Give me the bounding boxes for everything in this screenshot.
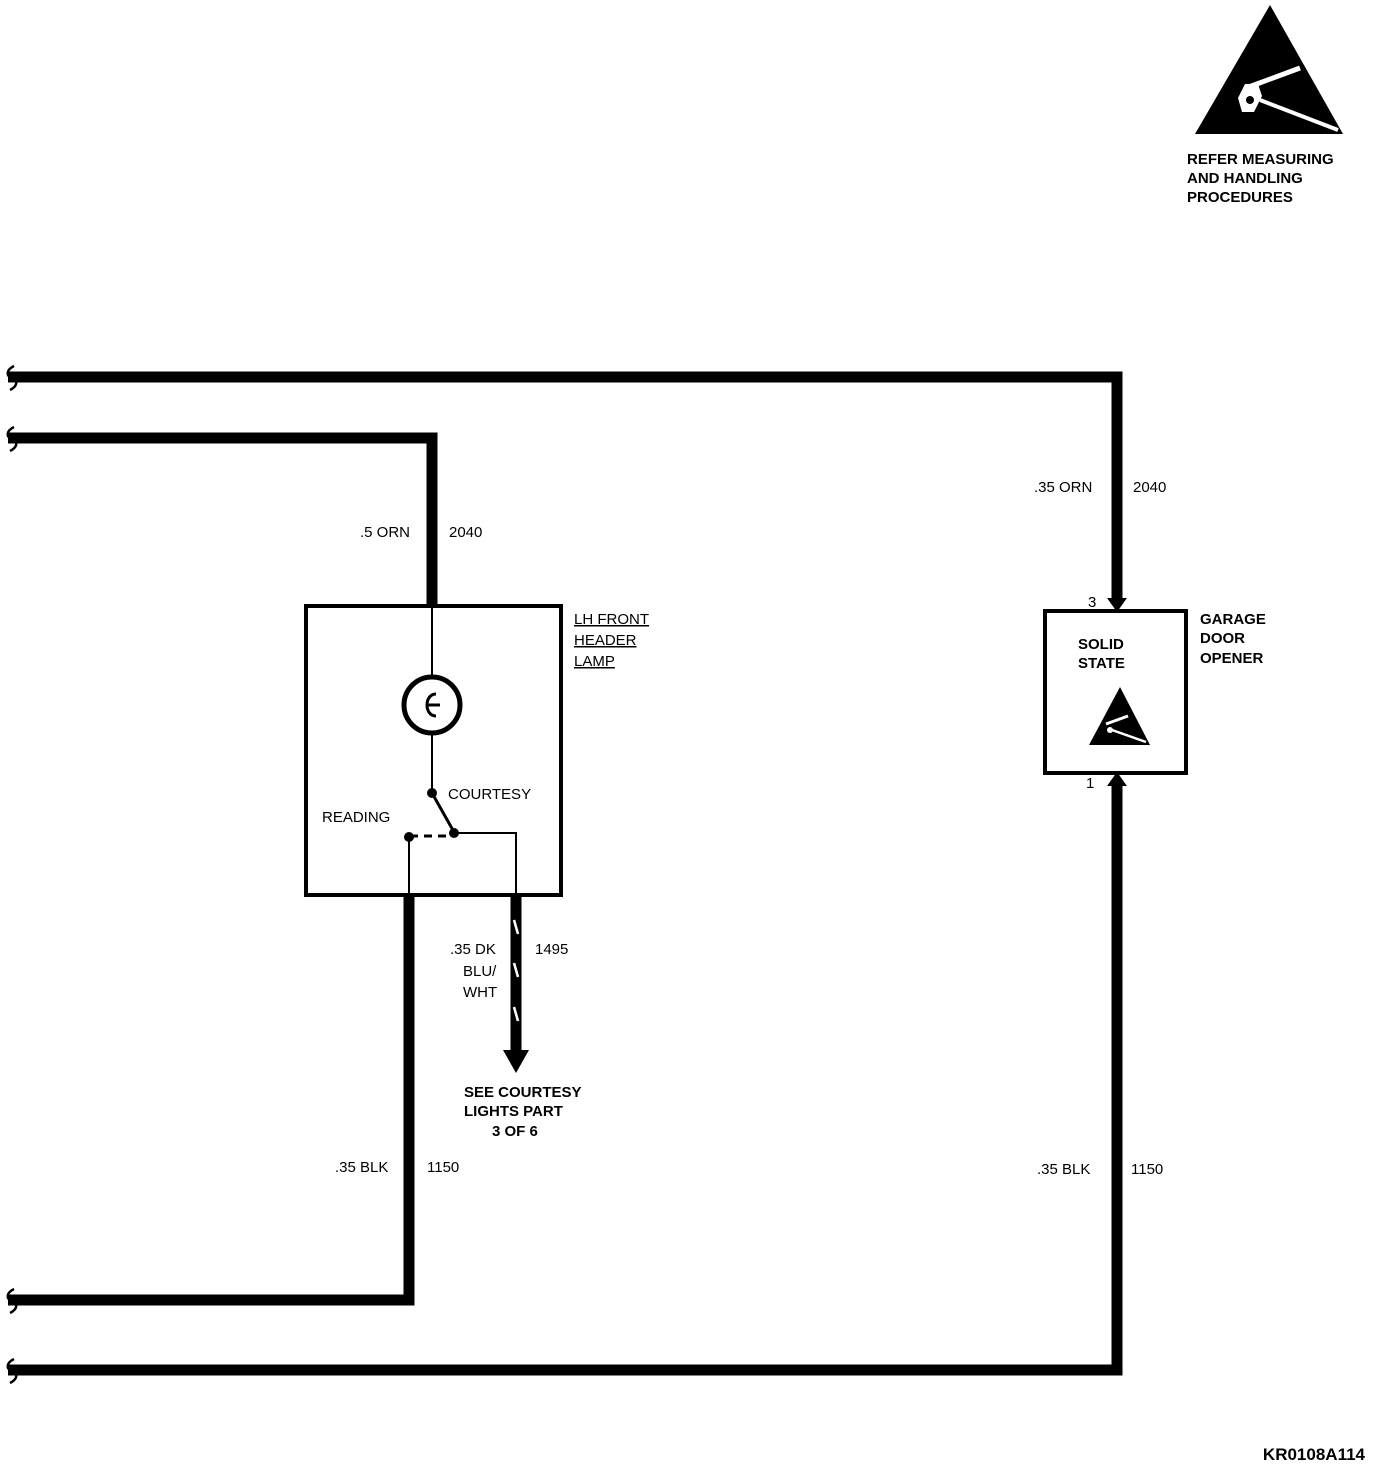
break-symbol-3 (6, 1287, 18, 1315)
lamp-ground-gauge: .35 BLK (335, 1159, 388, 1176)
lamp-ground-circuit: 1150 (427, 1159, 459, 1176)
courtesy-gauge-line1: .35 DK (450, 941, 496, 958)
solid-state-line2: STATE (1078, 655, 1125, 672)
figure-id: KR0108A114 (1263, 1445, 1366, 1464)
esd-notice-line2: AND HANDLING (1187, 170, 1303, 187)
lamp-box (304, 604, 563, 897)
garage-name-line1: GARAGE (1200, 611, 1266, 628)
courtesy-gauge-line2: BLU/ (463, 963, 497, 980)
wire-lamp-ground (8, 895, 415, 1306)
garage-ground-gauge: .35 BLK (1037, 1161, 1090, 1178)
esd-notice-line1: REFER MEASURING (1187, 151, 1334, 168)
esd-warning-icon (1195, 5, 1343, 134)
lamp-name-line2: HEADER (574, 632, 637, 649)
garage-door-opener-box (1043, 609, 1188, 775)
esd-notice-line3: PROCEDURES (1187, 189, 1293, 206)
garage-ground-circuit: 1150 (1131, 1161, 1163, 1178)
lamp-name-line1: LH FRONT (574, 611, 649, 628)
reference-line2: LIGHTS PART (464, 1103, 563, 1120)
break-symbol-1 (6, 364, 18, 392)
esd-small-icon (1089, 687, 1150, 745)
reading-label: READING (322, 809, 390, 826)
garage-feed-gauge: .35 ORN (1034, 479, 1092, 496)
lamp-feed-gauge: .5 ORN (360, 524, 410, 541)
lamp-name-line3: LAMP (574, 653, 615, 670)
courtesy-label: COURTESY (448, 786, 531, 803)
reference-line3: 3 OF 6 (492, 1123, 538, 1140)
garage-pin-bottom: 1 (1086, 775, 1094, 792)
wire-courtesy-output (503, 895, 529, 1073)
courtesy-gauge-line3: WHT (463, 984, 497, 1001)
wire-lamp-feed (8, 432, 438, 606)
wire-garage-ground (8, 772, 1127, 1376)
reference-line1: SEE COURTESY (464, 1084, 582, 1101)
solid-state-line1: SOLID (1078, 636, 1124, 653)
break-symbol-4 (6, 1357, 18, 1385)
lamp-feed-circuit: 2040 (449, 524, 482, 541)
courtesy-circuit: 1495 (535, 941, 568, 958)
garage-name-line2: DOOR (1200, 630, 1245, 647)
break-symbol-2 (6, 425, 18, 453)
garage-name-line3: OPENER (1200, 650, 1264, 667)
wire-garage-feed (8, 371, 1127, 612)
garage-pin-top: 3 (1088, 594, 1096, 611)
switch-arm (430, 792, 456, 833)
garage-feed-circuit: 2040 (1133, 479, 1166, 496)
